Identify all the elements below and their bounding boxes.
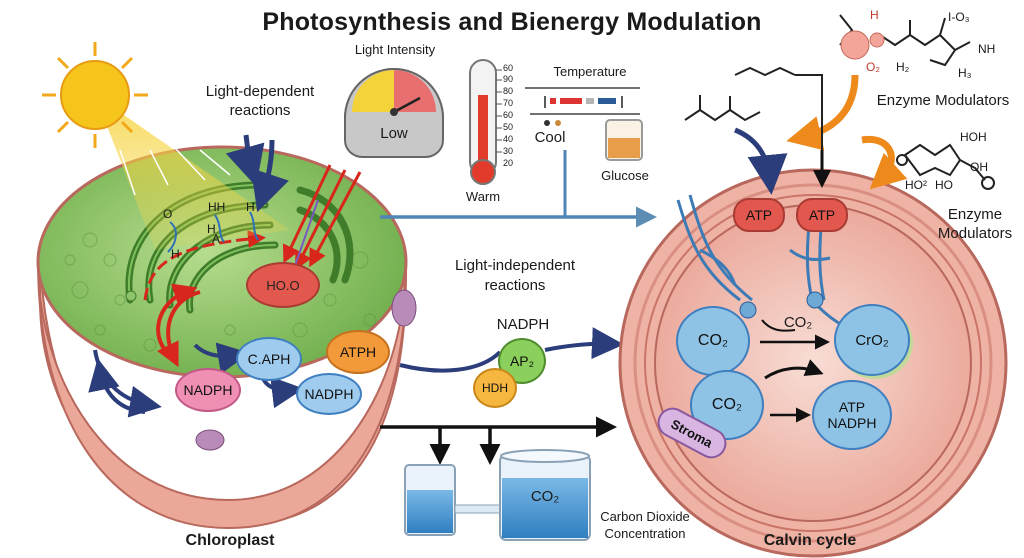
thermo-tick: 30 <box>503 146 514 156</box>
co2-top-molecule: CO₂ <box>676 306 750 376</box>
thermo-tick: 60 <box>503 110 514 120</box>
light-dependent-label: Light-dependent reactions <box>205 83 315 119</box>
enzyme-orange-arrow-1 <box>786 74 859 151</box>
atp-nadph-atp: ATP <box>838 399 866 415</box>
calvin-cycle <box>618 168 1008 558</box>
h2o-h-label: H <box>171 247 180 261</box>
structure-atom: H₃ <box>958 66 972 80</box>
structure-atom: HOH <box>960 130 987 144</box>
light-intensity-label: Light Intensity <box>354 42 436 57</box>
nadph-left-molecule: NADPH <box>175 368 241 412</box>
caph-molecule: C.APH <box>236 337 302 381</box>
structure-atom: O₂ <box>866 60 880 74</box>
enzyme-structure-right <box>903 143 986 181</box>
enzyme-modulators-top-label: Enzyme Modulators <box>876 92 1010 109</box>
structure-atom: HO² <box>905 178 927 192</box>
chloroplast-label: Chloroplast <box>185 532 275 549</box>
nadph-mid-molecule: NADPH <box>296 373 362 415</box>
calvin-cycle-label: Calvin cycle <box>763 532 857 549</box>
temperature-label: Temperature <box>553 64 627 79</box>
enzyme-bead <box>840 30 870 60</box>
h-right-label: H <box>246 200 255 214</box>
enzyme-navy-arrow <box>733 127 788 195</box>
electron-flow-arrow <box>143 230 266 301</box>
cro2-molecule: CrO₂ <box>834 304 910 376</box>
thermo-tick: 90 <box>503 74 514 84</box>
ap2-to-calvin-arrow <box>399 350 502 373</box>
atp-nadph-nadph: NADPH <box>827 415 877 431</box>
light-intensity-gauge <box>343 68 445 158</box>
structure-atom: H₂ <box>896 60 910 74</box>
beaker-co2-label: CO₂ <box>530 488 560 505</box>
nadph-label: NADPH <box>496 316 550 333</box>
co2-arrow-label: CO₂ <box>783 314 813 331</box>
h-lower-label: H <box>207 222 216 236</box>
co2-beakers <box>404 449 591 541</box>
glucose-label: Glucose <box>601 168 649 183</box>
warm-label: Warm <box>465 189 501 204</box>
a-label: A <box>212 232 221 246</box>
hdh-molecule: HDH <box>473 368 517 408</box>
water-molecule-sketch <box>167 211 259 253</box>
red-light-rays <box>282 164 362 271</box>
gauge-needle <box>393 96 421 114</box>
enzyme-structure-left <box>684 66 823 175</box>
enzyme-orange-arrow-2 <box>861 135 908 190</box>
thermo-tick: 50 <box>503 122 514 132</box>
atp-molecule-1: ATP <box>733 198 785 232</box>
light-independent-label: Light-independent reactions <box>454 257 576 294</box>
page-title: Photosynthesis and Bienergy Modulation <box>262 8 762 36</box>
cool-label: Cool <box>534 129 566 146</box>
thermo-tick: 40 <box>503 134 514 144</box>
ap2-molecule: AP₂ <box>498 338 546 384</box>
nadph-arrow <box>193 342 250 375</box>
vesicle <box>391 289 417 327</box>
thermo-tick: 70 <box>503 98 514 108</box>
co2-concentration-label: Carbon Dioxide Concentration <box>600 509 690 541</box>
structure-atom: I-O₃ <box>948 10 970 24</box>
temperature-scale <box>525 87 640 126</box>
chloroplast-shell <box>37 261 408 530</box>
structure-atom: NH <box>978 42 996 56</box>
thermo-tick: 20 <box>503 158 514 168</box>
structure-atom: OH <box>970 160 988 174</box>
sun <box>42 42 290 250</box>
light-dependent-arrow-2 <box>250 139 289 213</box>
thermo-tick: 80 <box>503 86 514 96</box>
h2o-o-label: O <box>163 207 173 221</box>
atp-molecule-2: ATP <box>796 198 848 232</box>
hh-label: HH <box>208 200 226 214</box>
light-beam <box>95 95 290 250</box>
chloroplast <box>36 145 417 530</box>
glucose-beaker <box>605 119 643 161</box>
light-intensity-value: Low <box>380 125 408 142</box>
enzyme-modulators-right-label: Enzyme Modulators <box>937 206 1013 242</box>
atph-molecule: ATPH <box>326 330 390 374</box>
hoo-molecule: HO.O <box>246 262 320 308</box>
vesicle <box>195 429 225 451</box>
thermo-tick: 60 <box>503 63 514 73</box>
atp-nadph-molecule: ATP NADPH <box>812 380 892 450</box>
thermometer <box>469 59 502 185</box>
structure-atom: HO <box>935 178 953 192</box>
structure-atom: H <box>870 8 879 22</box>
